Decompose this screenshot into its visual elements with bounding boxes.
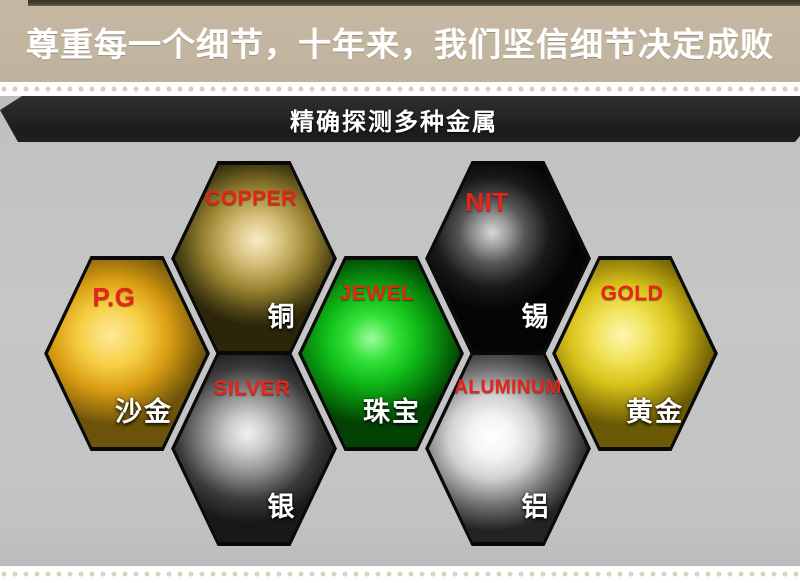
section-banner-bar: 精确探测多种金属 (0, 96, 800, 142)
section-banner: 精确探测多种金属 (0, 96, 800, 148)
hex-tile-surface-gold-placer (48, 260, 206, 447)
content-stage: 精确探测多种金属 P.G 沙金 COPPER 铜 (0, 96, 800, 566)
hex-tile-surface-copper (175, 165, 333, 352)
hex-tile-surface-gold (556, 260, 714, 447)
hex-tile-surface-silver (175, 355, 333, 542)
hex-tile-silver[interactable]: SILVER 银 (171, 351, 337, 546)
top-accent-strip-left-cap (0, 0, 28, 6)
dotted-divider-bottom (0, 566, 800, 583)
section-banner-title: 精确探测多种金属 (290, 107, 498, 136)
header-title: 尊重每一个细节，十年来，我们坚信细节决定成败 (26, 24, 774, 64)
top-accent-strip (0, 0, 800, 6)
hex-tile-surface-jewel (302, 260, 460, 447)
dotted-divider-top (0, 82, 800, 96)
hex-tile-surface-tin (429, 165, 587, 352)
hex-tile-surface-aluminum (429, 355, 587, 542)
page-header: 尊重每一个细节，十年来，我们坚信细节决定成败 (0, 6, 800, 82)
metal-hexagon-grid: P.G 沙金 COPPER 铜 SILVER 银 (0, 148, 800, 566)
